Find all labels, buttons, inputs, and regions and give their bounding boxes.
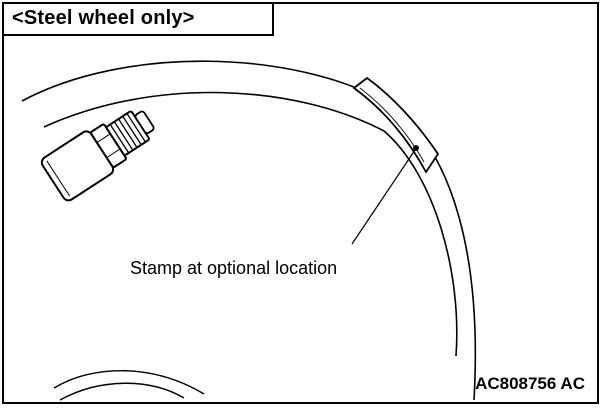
stamp-area-icon bbox=[352, 76, 440, 174]
valve-stem-icon bbox=[40, 110, 155, 202]
title-underline bbox=[4, 34, 274, 36]
stamp-slot bbox=[352, 76, 440, 174]
rim-inner-arc bbox=[43, 91, 458, 357]
stamp-callout-label: Stamp at optional location bbox=[130, 258, 338, 278]
figure-code: AC808756 AC bbox=[475, 374, 585, 393]
wheel-drawing bbox=[21, 60, 477, 401]
hub-arc-outer bbox=[53, 369, 205, 395]
diagram-frame: <Steel wheel only> bbox=[2, 2, 599, 404]
callout-leader bbox=[351, 149, 416, 245]
stamp-mark bbox=[413, 145, 419, 151]
title-divider bbox=[272, 4, 274, 36]
stamp-slot-inner bbox=[359, 87, 425, 163]
callout-leader-tail bbox=[352, 244, 460, 272]
rim-outer-arc bbox=[21, 60, 477, 401]
diagram-title: <Steel wheel only> bbox=[12, 7, 195, 29]
hub-arc-inner bbox=[59, 382, 185, 401]
